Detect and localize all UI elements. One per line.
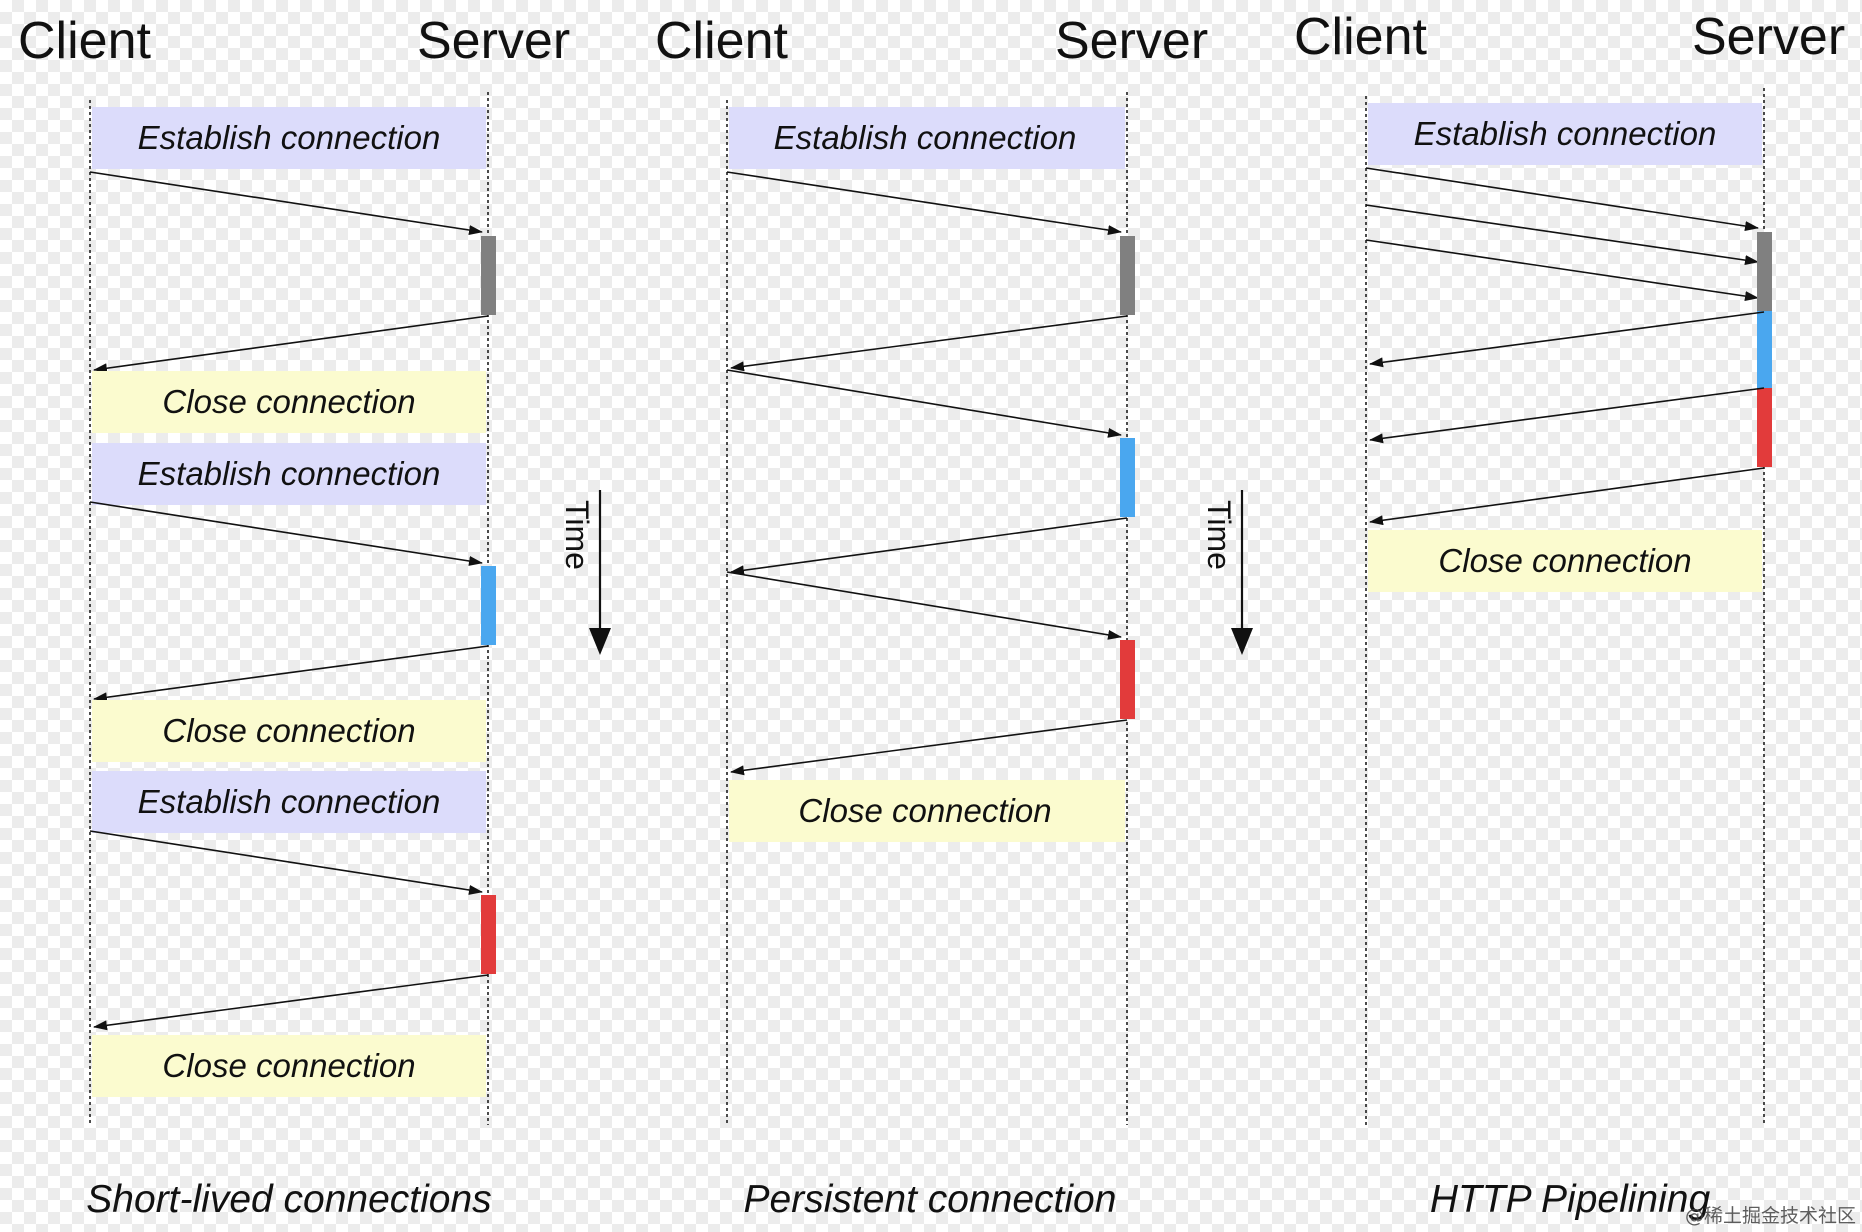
response-arrow	[730, 315, 1128, 372]
request-arrow	[1365, 204, 1759, 266]
server-processing-bar-blue	[481, 566, 496, 645]
request-arrow	[726, 171, 1122, 235]
time-arrow-head	[589, 628, 611, 655]
establish-connection-box	[729, 107, 1125, 169]
close-connection-box	[92, 1035, 486, 1097]
establish-connection-label: Establish connection	[138, 455, 441, 492]
server-processing-bar-gray	[1757, 232, 1772, 311]
request-arrow	[1365, 167, 1759, 231]
close-connection-label: Close connection	[162, 383, 415, 420]
response-arrow	[730, 719, 1128, 776]
request-arrow	[726, 369, 1122, 438]
site-watermark: @稀土掘金技术社区	[1685, 1205, 1856, 1227]
establish-connection-box	[92, 107, 486, 169]
server-processing-bar-blue	[1757, 311, 1772, 388]
server-processing-bar-gray	[481, 236, 496, 315]
response-arrow	[93, 645, 489, 703]
response-arrow	[730, 517, 1128, 576]
server-processing-bar-gray	[1120, 236, 1135, 315]
establish-connection-label: Establish connection	[138, 783, 441, 820]
client-header: Client	[1294, 8, 1427, 66]
server-processing-bar-blue	[1120, 438, 1135, 517]
response-arrow	[1369, 387, 1765, 444]
server-header: Server	[1692, 8, 1845, 66]
time-label: Time	[559, 500, 595, 570]
diagram-caption: Short-lived connections	[86, 1178, 491, 1221]
client-header: Client	[655, 12, 788, 70]
time-label: Time	[1201, 500, 1237, 570]
close-connection-label: Close connection	[798, 792, 1051, 829]
establish-connection-label: Establish connection	[1414, 115, 1717, 152]
establish-connection-box	[92, 771, 486, 833]
request-arrow	[89, 171, 483, 235]
close-connection-box	[92, 700, 486, 762]
panel-persistent: Client Server Establish connection Close…	[655, 12, 1208, 1221]
response-arrow	[93, 974, 489, 1031]
server-header: Server	[1055, 12, 1208, 70]
response-arrow	[93, 315, 489, 374]
establish-connection-box	[1368, 103, 1762, 165]
close-connection-box	[1368, 530, 1762, 592]
time-arrow: Time	[1201, 490, 1253, 655]
panel-short-lived: Client Server Establish connection Close…	[18, 12, 570, 1221]
close-connection-box	[92, 371, 486, 433]
establish-connection-label: Establish connection	[774, 119, 1077, 156]
close-connection-label: Close connection	[162, 712, 415, 749]
establish-connection-label: Establish connection	[138, 119, 441, 156]
diagram-caption: HTTP Pipelining	[1430, 1178, 1711, 1221]
close-connection-label: Close connection	[1438, 542, 1691, 579]
client-header: Client	[18, 12, 151, 70]
close-connection-label: Close connection	[162, 1047, 415, 1084]
server-header: Server	[417, 12, 570, 70]
server-processing-bar-red	[481, 895, 496, 974]
response-arrow	[1369, 311, 1765, 368]
request-arrow	[89, 830, 483, 895]
time-arrow-head	[1231, 628, 1253, 655]
time-arrow: Time	[559, 490, 611, 655]
diagram-caption: Persistent connection	[744, 1178, 1117, 1221]
panel-pipelining: Client Server Establish connection Close…	[1294, 8, 1845, 1221]
request-arrow	[1365, 239, 1759, 302]
close-connection-box	[729, 780, 1125, 842]
server-processing-bar-red	[1757, 388, 1772, 467]
establish-connection-box	[92, 443, 486, 505]
server-processing-bar-red	[1120, 640, 1135, 719]
response-arrow	[1369, 467, 1765, 526]
request-arrow	[89, 501, 483, 566]
request-arrow	[726, 571, 1122, 640]
